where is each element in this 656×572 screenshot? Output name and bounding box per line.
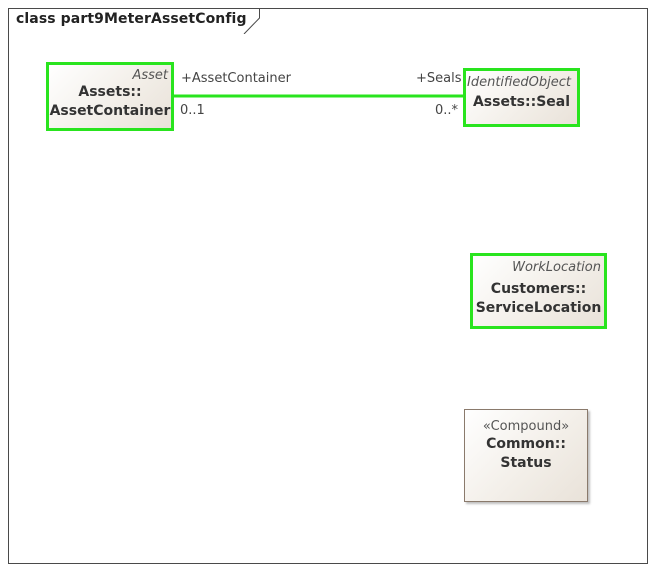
source-multiplicity-label: 0..1 <box>180 103 205 118</box>
class-name-line1: Customers:: <box>490 281 587 297</box>
target-multiplicity-label: 0..* <box>435 103 459 118</box>
class-name-line2: ServiceLocation <box>475 300 602 316</box>
stereotype-label: IdentifiedObject <box>467 75 572 90</box>
class-name-line1: Assets:: <box>78 84 142 100</box>
stereotype-label: WorkLocation <box>512 260 601 275</box>
stereotype-label: Asset <box>132 68 168 83</box>
class-status[interactable]: «Compound» Common:: Status <box>464 409 588 502</box>
class-asset-container[interactable]: Asset Assets:: AssetContainer <box>46 62 174 131</box>
stereotype-label: «Compound» <box>482 419 570 434</box>
class-seal[interactable]: IdentifiedObject Assets::Seal <box>463 68 580 127</box>
class-service-location[interactable]: WorkLocation Customers:: ServiceLocation <box>470 253 607 329</box>
diagram-title: class part9MeterAssetConfig <box>16 11 247 27</box>
class-name-line2: AssetContainer <box>49 103 171 119</box>
diagram-frame <box>8 8 648 564</box>
class-name: Assets::Seal <box>472 94 571 110</box>
source-role-label: +AssetContainer <box>181 71 291 86</box>
class-name-line1: Common:: <box>486 436 566 452</box>
target-role-label: +Seals <box>416 71 462 86</box>
frame-title-tab <box>8 8 260 34</box>
class-name-line2: Status <box>500 455 552 471</box>
